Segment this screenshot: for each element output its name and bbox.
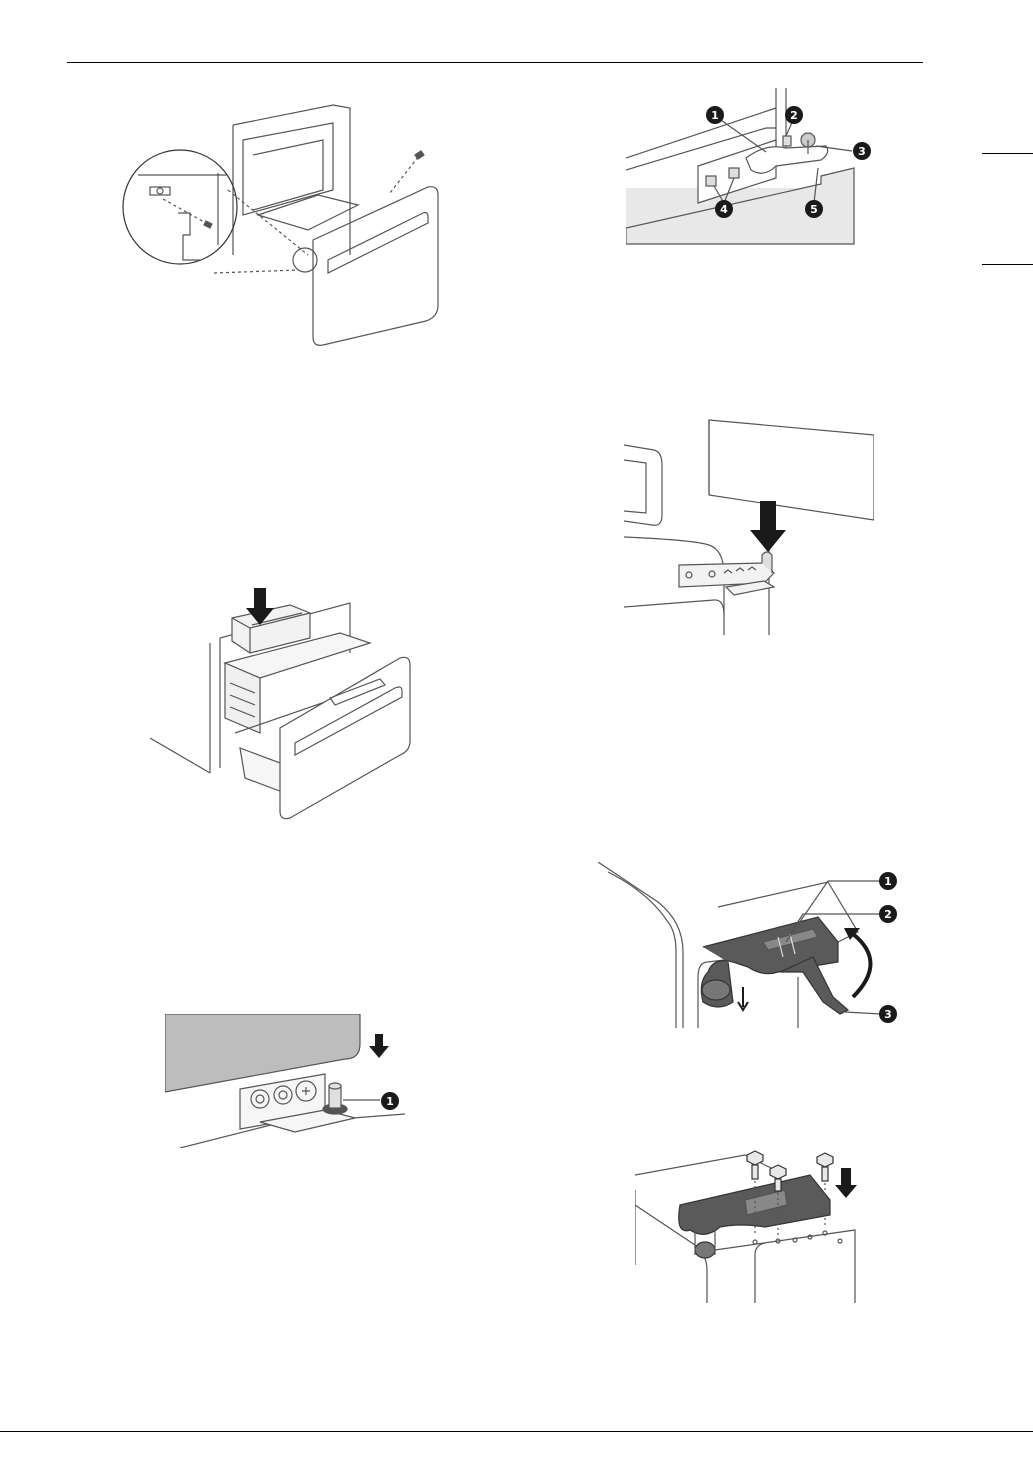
svg-text:4: 4	[720, 203, 728, 216]
callout-1: 1	[381, 1092, 399, 1110]
side-tab-mark-2	[982, 264, 1033, 265]
figure-bin-insertion	[150, 583, 415, 823]
callout-3: 3	[879, 1005, 897, 1023]
callout-2: 2	[785, 106, 803, 124]
svg-text:3: 3	[858, 145, 866, 158]
svg-text:2: 2	[884, 908, 892, 921]
svg-text:1: 1	[884, 875, 892, 888]
callout-3: 3	[853, 142, 871, 160]
figure-lower-hinge-pin: 1	[165, 1014, 405, 1148]
svg-text:5: 5	[810, 203, 818, 216]
callout-4: 4	[715, 200, 733, 218]
figure-door-onto-hinge-pin	[624, 415, 874, 635]
figure-hinge-bolts	[635, 1145, 875, 1303]
svg-text:1: 1	[386, 1095, 394, 1108]
footer-rule	[0, 1431, 1033, 1432]
callout-1: 1	[706, 106, 724, 124]
callout-1: 1	[879, 872, 897, 890]
callout-2: 2	[879, 905, 897, 923]
header-rule	[67, 62, 923, 63]
svg-text:2: 2	[790, 109, 798, 122]
callout-5: 5	[805, 200, 823, 218]
side-tab-mark-1	[982, 153, 1033, 154]
figure-hinge-lever: 1 2 3	[598, 862, 900, 1028]
svg-text:1: 1	[711, 109, 719, 122]
figure-drawer-screw-removal	[118, 95, 448, 350]
figure-upper-hinge-parts: 1 2 3 4 5	[626, 88, 886, 246]
svg-text:3: 3	[884, 1008, 892, 1021]
